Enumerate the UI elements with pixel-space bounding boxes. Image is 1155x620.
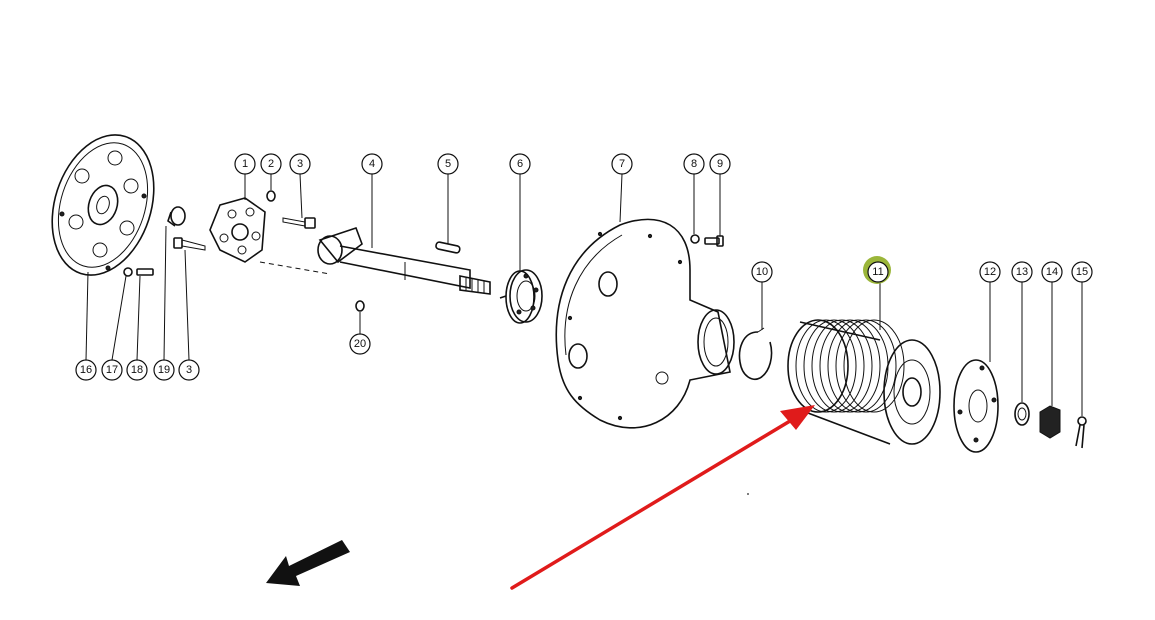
callouts: 1 2 3 4 5 6 7 8 9 10 11 12 13 14 15 16 1… [75, 153, 1093, 381]
part-6-bearing [499, 269, 543, 324]
svg-text:14: 14 [1046, 266, 1058, 278]
part-13-washer [1014, 402, 1030, 426]
part-10-snap-ring [738, 327, 773, 380]
speck [747, 493, 749, 495]
red-pointer-arrow-icon [510, 405, 815, 590]
part-1-flex-coupling [209, 197, 266, 263]
svg-text:15: 15 [1076, 266, 1088, 278]
leader-lines [85, 173, 1083, 416]
callout-13: 13 [1011, 261, 1033, 283]
part-18-bolt [136, 268, 154, 276]
callout-7: 7 [611, 153, 633, 175]
callout-12: 12 [979, 261, 1001, 283]
part-11-pulley [787, 319, 941, 445]
part-9-bolt [704, 235, 724, 247]
part-2-washer [266, 190, 276, 202]
part-15-cotter-pin [1075, 416, 1087, 449]
callout-1: 1 [234, 153, 256, 175]
callout-10: 10 [751, 261, 773, 283]
svg-text:11: 11 [872, 266, 883, 278]
svg-text:10: 10 [756, 266, 768, 278]
svg-text:7: 7 [619, 158, 625, 170]
svg-text:6: 6 [517, 158, 523, 170]
svg-text:17: 17 [106, 364, 118, 376]
svg-text:16: 16 [80, 364, 92, 376]
callout-3-bottom: 3 [178, 359, 200, 381]
part-17-washer [123, 267, 133, 277]
svg-text:3: 3 [297, 158, 303, 170]
callout-14: 14 [1041, 261, 1063, 283]
part-4-shaft [317, 226, 491, 295]
callout-2: 2 [260, 153, 282, 175]
callout-19: 19 [153, 359, 175, 381]
callout-3-top: 3 [289, 153, 311, 175]
svg-text:19: 19 [158, 364, 170, 376]
callout-18: 18 [126, 359, 148, 381]
callout-8: 8 [683, 153, 705, 175]
part-12-cover-plate [953, 359, 999, 453]
callout-17: 17 [101, 359, 123, 381]
callout-15: 15 [1071, 261, 1093, 283]
svg-text:13: 13 [1016, 266, 1028, 278]
part-20-nut [355, 300, 365, 312]
part-8-washer [690, 234, 700, 244]
callout-16: 16 [75, 359, 97, 381]
part-7-housing [555, 218, 735, 429]
svg-text:8: 8 [691, 158, 697, 170]
part-16-flywheel-disc [51, 134, 155, 276]
callout-20: 20 [349, 333, 371, 355]
svg-text:18: 18 [131, 364, 143, 376]
part-19-bushing [167, 206, 186, 227]
callout-9: 9 [709, 153, 731, 175]
svg-text:5: 5 [445, 158, 451, 170]
svg-text:20: 20 [354, 338, 366, 350]
part-3-upper-bolt [282, 217, 316, 229]
svg-text:2: 2 [268, 158, 274, 170]
part-5-key [435, 241, 461, 254]
direction-arrow-icon [266, 540, 350, 586]
callout-6: 6 [509, 153, 531, 175]
svg-text:4: 4 [369, 158, 375, 170]
svg-text:1: 1 [242, 158, 248, 170]
callout-11-highlighted: 11 [863, 256, 891, 284]
svg-text:3: 3 [186, 364, 192, 376]
callout-4: 4 [361, 153, 383, 175]
part-3-lower-bolt [173, 237, 206, 251]
part-14-castle-nut [1039, 405, 1061, 439]
svg-text:12: 12 [984, 266, 996, 278]
callout-5: 5 [437, 153, 459, 175]
svg-text:9: 9 [717, 158, 723, 170]
